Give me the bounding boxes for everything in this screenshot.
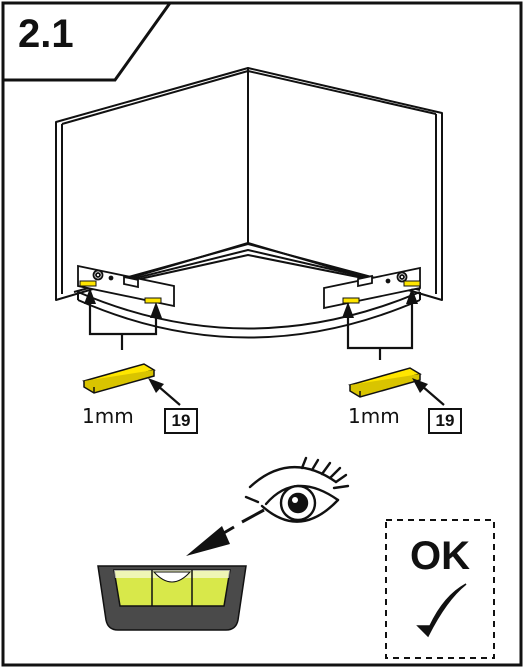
spirit-level-icon xyxy=(97,565,247,631)
shim-left xyxy=(82,363,156,394)
shim-thickness-label-right: 1mm xyxy=(348,404,400,428)
shim-thickness-label-left: 1mm xyxy=(82,404,134,428)
step-tab xyxy=(1,1,173,82)
part-leader-left xyxy=(157,385,181,406)
eye-icon xyxy=(244,456,350,523)
part-leader-right xyxy=(421,385,445,406)
part-number-right: 19 xyxy=(428,408,462,434)
ok-confirm-box xyxy=(385,519,495,659)
ok-label: OK xyxy=(410,534,470,578)
spirit-level-left xyxy=(77,264,175,308)
shim-right xyxy=(348,367,422,398)
check-icon xyxy=(416,583,467,638)
shim-position-arrows-right xyxy=(346,302,414,360)
shower-corner-drawing xyxy=(55,67,443,339)
step-number: 2.1 xyxy=(18,12,74,56)
part-number-left: 19 xyxy=(164,408,198,434)
placed-shims xyxy=(79,280,421,304)
shim-position-arrows-left xyxy=(88,302,158,350)
sight-arrow xyxy=(186,508,265,556)
